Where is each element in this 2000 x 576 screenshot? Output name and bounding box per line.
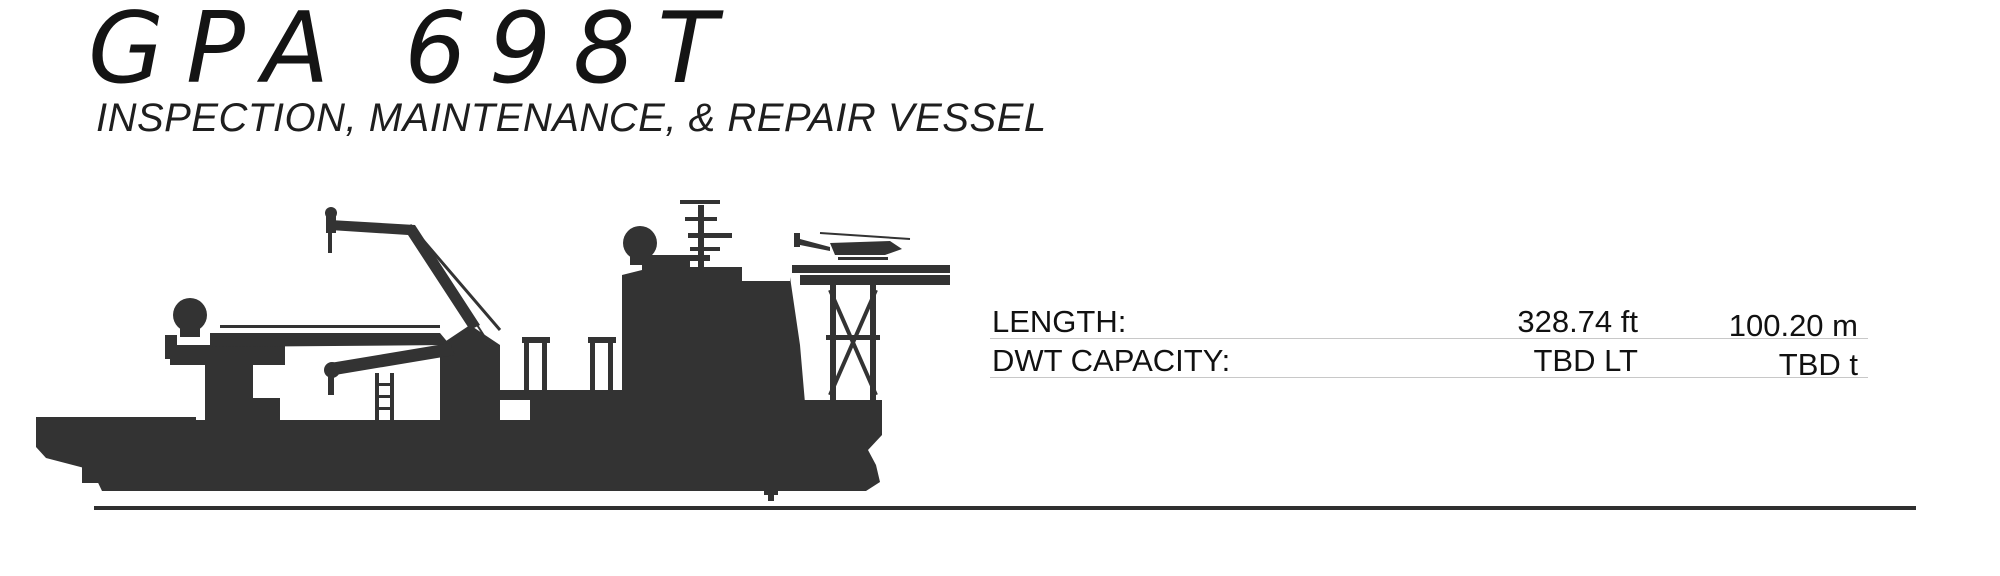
spec-imperial-value: 328.74 ft xyxy=(1517,304,1638,339)
spec-imperial-value: TBD LT xyxy=(1533,343,1639,378)
baseline-rule xyxy=(94,506,1916,510)
spec-label: LENGTH: xyxy=(992,304,1127,339)
vessel-silhouette-icon xyxy=(36,200,950,501)
spec-label: DWT CAPACITY: xyxy=(992,343,1231,378)
spec-table: LENGTH: 328.74 ft 100.20 m DWT CAPACITY:… xyxy=(990,300,1868,382)
spec-row-length: LENGTH: 328.74 ft 100.20 m xyxy=(990,300,1868,343)
spec-metric-value: TBD t xyxy=(1778,347,1858,382)
spec-metric-value: 100.20 m xyxy=(1728,308,1858,343)
page-subtitle: INSPECTION, MAINTENANCE, & REPAIR VESSEL xyxy=(96,96,1047,140)
spec-row-dwt: DWT CAPACITY: TBD LT TBD t xyxy=(990,339,1868,382)
page-title: GPA 698T xyxy=(88,0,740,106)
helicopter-icon xyxy=(794,232,911,260)
